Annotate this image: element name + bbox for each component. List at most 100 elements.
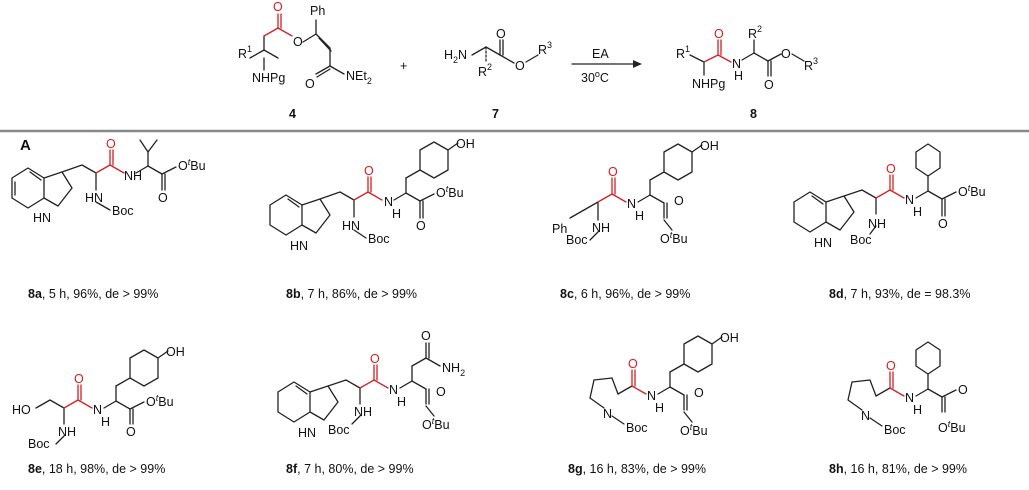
svg-text:O: O — [694, 386, 704, 400]
caption-8c: 8c, 6 h, 96%, de > 99% — [560, 287, 691, 301]
svg-text:R2: R2 — [478, 62, 492, 79]
svg-text:O: O — [74, 372, 84, 386]
svg-text:H: H — [392, 207, 401, 221]
svg-text:H: H — [655, 401, 664, 415]
structure-8a: HN HN Boc O NH O OtBu — [11, 137, 206, 225]
svg-text:Boc: Boc — [28, 437, 50, 451]
caption-8d: 8d, 7 h, 93%, de = 98.3% — [829, 287, 971, 301]
svg-text:O: O — [421, 329, 431, 343]
caption-8b: 8b, 7 h, 86%, de > 99% — [286, 287, 418, 301]
svg-text:HO: HO — [12, 403, 31, 417]
compound-number-4: 4 — [289, 107, 296, 121]
svg-text:O: O — [515, 59, 525, 73]
svg-text:N: N — [905, 391, 914, 405]
svg-text:Boc: Boc — [626, 421, 648, 435]
svg-text:R1: R1 — [238, 44, 252, 61]
svg-text:Boc: Boc — [884, 423, 906, 437]
svg-text:Boc: Boc — [566, 233, 588, 247]
caption-8g: 8g, 16 h, 83%, de > 99% — [568, 462, 706, 476]
plus-sign: + — [400, 59, 407, 73]
panel-label: A — [20, 137, 31, 154]
svg-text:NEt2: NEt2 — [346, 69, 372, 86]
svg-text:O: O — [628, 357, 638, 371]
svg-text:N: N — [627, 197, 636, 211]
structure-8f: HN NH Boc O N H O O NH2 OtBu — [277, 329, 465, 440]
svg-text:NH: NH — [592, 221, 610, 235]
svg-text:H: H — [635, 209, 644, 223]
svg-text:OtBu: OtBu — [938, 419, 966, 435]
caption-8f: 8f, 7 h, 80%, de > 99% — [286, 462, 414, 476]
svg-text:R3: R3 — [804, 56, 818, 73]
svg-text:O: O — [781, 47, 791, 61]
structure-8h: N Boc O N H O OtBu — [847, 341, 968, 437]
svg-text:O: O — [764, 78, 774, 92]
svg-text:OH: OH — [456, 137, 475, 151]
svg-text:N: N — [603, 407, 612, 421]
svg-text:R1: R1 — [676, 44, 690, 61]
svg-text:O: O — [674, 194, 684, 208]
svg-text:OtBu: OtBu — [436, 184, 464, 200]
svg-text:OtBu: OtBu — [146, 393, 174, 409]
svg-text:NH: NH — [58, 425, 76, 439]
svg-text:Ph: Ph — [552, 222, 567, 236]
svg-text:R3: R3 — [538, 40, 552, 57]
svg-text:NH2: NH2 — [442, 361, 465, 378]
svg-text:NHPg: NHPg — [692, 77, 725, 91]
caption-8e: 8e, 18 h, 98%, de > 99% — [28, 462, 166, 476]
svg-text:O: O — [158, 191, 168, 205]
svg-text:H: H — [734, 69, 743, 83]
svg-text:O: O — [273, 0, 283, 14]
svg-text:O: O — [714, 27, 724, 41]
svg-text:H: H — [101, 415, 110, 429]
product-8-structure: R1 NHPg O N H R2 O O R3 8 — [676, 24, 818, 121]
svg-text:OtBu: OtBu — [422, 416, 450, 432]
svg-text:O: O — [938, 217, 948, 231]
svg-text:O: O — [370, 352, 380, 366]
svg-text:N: N — [905, 193, 914, 207]
svg-text:HN: HN — [814, 236, 832, 250]
svg-text:O: O — [416, 219, 426, 233]
svg-text:O: O — [436, 385, 446, 399]
svg-text:HN: HN — [342, 219, 360, 233]
svg-text:N: N — [389, 383, 398, 397]
svg-text:H2N: H2N — [444, 48, 467, 65]
reactant-7-structure: H2N R2 O O R3 7 — [444, 27, 552, 121]
svg-text:O: O — [106, 137, 116, 151]
structure-8c: Ph NH Boc O N H O OtBu OH — [552, 139, 719, 247]
svg-text:O: O — [886, 359, 896, 373]
compound-number-8: 8 — [750, 107, 757, 121]
svg-text:NH: NH — [868, 217, 886, 231]
svg-text:H: H — [913, 403, 922, 417]
svg-text:OH: OH — [166, 345, 185, 359]
svg-text:N: N — [861, 409, 870, 423]
compound-number-7: 7 — [492, 107, 499, 121]
caption-8a: 8a, 5 h, 96%, de > 99% — [28, 287, 159, 301]
temperature-label: 30oC — [581, 69, 609, 85]
svg-text:N: N — [647, 389, 656, 403]
svg-text:Boc: Boc — [368, 232, 390, 246]
svg-text:NH: NH — [354, 405, 372, 419]
reactant-4-structure: R1 NHPg O O Ph O NEt2 4 — [238, 0, 372, 121]
svg-text:Ph: Ph — [310, 4, 325, 18]
structure-8d: HN NH Boc O N H O OtBu — [793, 143, 986, 250]
structure-8e: HO NH Boc O N H O OtBu OH — [12, 345, 185, 451]
caption-8h: 8h, 16 h, 81%, de > 99% — [829, 462, 967, 476]
svg-text:R2: R2 — [748, 24, 762, 41]
svg-text:OH: OH — [700, 139, 719, 153]
svg-text:H: H — [397, 395, 406, 409]
svg-text:OtBu: OtBu — [958, 183, 986, 199]
svg-text:NHPg: NHPg — [252, 71, 285, 85]
svg-text:HN: HN — [298, 426, 316, 440]
svg-text:OtBu: OtBu — [680, 422, 708, 438]
reaction-arrow: EA 30oC — [571, 47, 642, 85]
svg-text:OtBu: OtBu — [178, 157, 206, 173]
svg-text:NH: NH — [124, 169, 142, 183]
svg-text:O: O — [364, 164, 374, 178]
svg-text:O: O — [126, 425, 136, 439]
svg-text:O: O — [293, 35, 303, 49]
svg-text:O: O — [305, 77, 315, 91]
svg-text:OtBu: OtBu — [660, 230, 688, 246]
svg-text:Boc: Boc — [328, 423, 350, 437]
reagent-label: EA — [592, 47, 609, 61]
